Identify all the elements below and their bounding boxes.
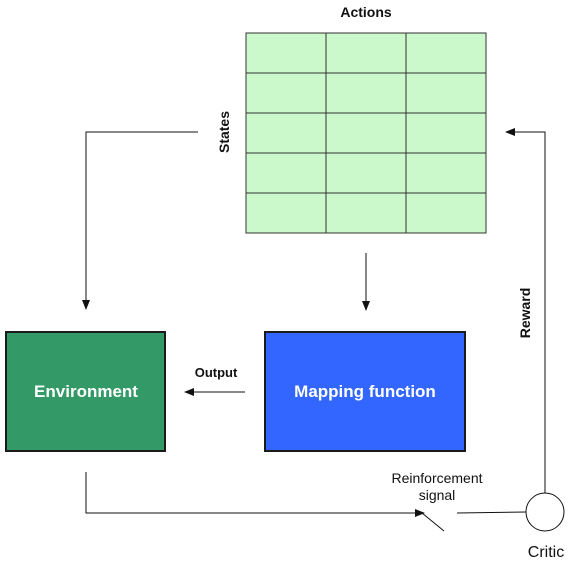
table-cell [245,32,327,74]
reinforcement-label-line1: Reinforcement [391,470,482,486]
states-label: States [216,111,232,153]
environment-box [5,331,166,452]
table-cell [325,192,407,234]
table-cell [325,152,407,194]
table-cell [405,152,487,194]
reward-label: Reward [517,288,533,339]
table-cell [405,72,487,114]
critic-node [525,492,565,532]
mapping-function-box [264,331,466,452]
actions-label: Actions [340,4,392,20]
state-action-table [245,32,487,234]
reinforcement-switch [421,512,445,532]
mapping-function-label: Mapping function [294,382,436,401]
table-cell [325,112,407,154]
output-label: Output [195,365,238,380]
table-cell [325,72,407,114]
environment-to-switch-arrow [85,472,425,517]
reinforcement-label-line2: signal [419,487,456,503]
critic-label: Critic [528,544,564,561]
switch-to-critic-line [456,511,527,514]
table-cell [325,32,407,74]
table-cell [245,152,327,194]
reward-arrow [505,128,546,493]
table-cell [245,112,327,154]
table-cell [245,72,327,114]
environment-label: Environment [34,382,138,401]
table-cell [405,192,487,234]
table-cell [405,32,487,74]
table-cell [245,192,327,234]
table-cell [405,112,487,154]
states-to-environment-arrow [82,131,198,310]
